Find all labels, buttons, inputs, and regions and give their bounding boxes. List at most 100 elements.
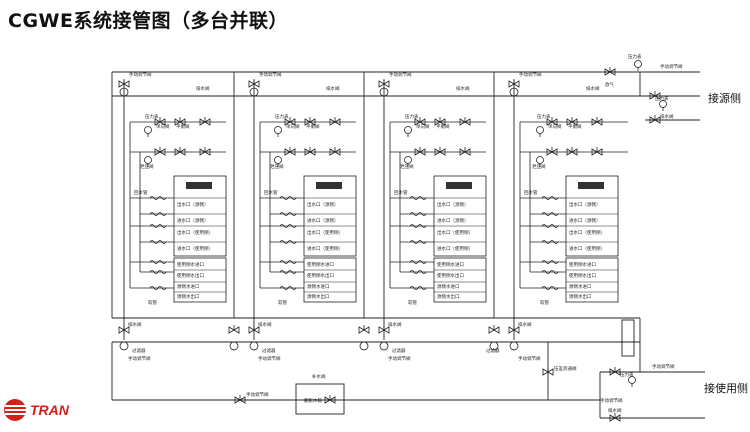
label-drain-b1: 排水阀 <box>128 321 142 328</box>
label-in-use-3: 使用侧水进口 <box>437 261 464 268</box>
label-tank: 膨胀水箱 <box>304 397 322 404</box>
label-out-src-1: 源侧水出口 <box>177 293 200 300</box>
logo-text: TRAN <box>30 402 69 418</box>
label-air-src: 放气 <box>605 81 614 88</box>
page-title: CGWE系统接管图（多台并联） <box>8 10 288 32</box>
label-gauge-use: 压力表 <box>620 371 634 378</box>
label-drain-b4: 排水阀 <box>518 321 532 328</box>
label-out-src-2: 源侧水出口 <box>307 293 330 300</box>
label-soft-2: 软管 <box>278 299 287 306</box>
label-in-src-3: 源侧水进口 <box>437 283 460 290</box>
label-relief-1: 泄压阀 <box>140 163 154 170</box>
label-outuse-4: 出水口（使用侧） <box>569 229 605 236</box>
label-gauge-4: 压力表 <box>537 113 551 120</box>
diff-valve-box <box>621 319 635 357</box>
label-inuse-2: 进水口（使用侧） <box>307 245 343 252</box>
top-headers <box>111 71 705 419</box>
label-out-src-4: 源侧水出口 <box>569 293 592 300</box>
label-return-2: 回水管 <box>264 189 278 196</box>
label-in-src-1: 源侧水进口 <box>177 283 200 290</box>
label-drain-b3: 排水阀 <box>388 321 402 328</box>
label-drain-1: 排水阀 <box>196 85 210 92</box>
label-out-use-2: 使用侧水出口 <box>307 272 334 279</box>
soft-joints <box>149 196 559 290</box>
label-filter-2: 过滤器 <box>262 347 276 354</box>
label-in-use-2: 使用侧水进口 <box>307 261 334 268</box>
label-makeup: 补水阀 <box>312 373 326 380</box>
label-insrc-1: 进水口（源侧） <box>177 217 209 224</box>
label-gauge-src: 压力表 <box>628 53 642 60</box>
label-manual-b1: 手动调节阀 <box>128 355 151 362</box>
label-gauge-1: 压力表 <box>145 113 159 120</box>
label-inuse-4: 进水口（使用侧） <box>569 245 605 252</box>
label-out-src-3: 源侧水出口 <box>437 293 460 300</box>
label-balance-1: 平衡阀 <box>176 123 190 130</box>
label-check-1: 单向阀 <box>156 123 170 130</box>
label-soft-4: 软管 <box>540 299 549 306</box>
label-outsrc-3: 出水口（源侧） <box>437 201 469 208</box>
label-drain-use: 排水阀 <box>608 407 622 414</box>
label-manual-use2: 手动调节阀 <box>600 397 623 404</box>
label-soft-1: 软管 <box>148 299 157 306</box>
label-filter-4: 过滤器 <box>486 347 500 354</box>
label-filter-3: 过滤器 <box>392 347 406 354</box>
label-outuse-3: 出水口（使用侧） <box>437 229 473 236</box>
label-balance-3: 平衡阀 <box>436 123 450 130</box>
label-gauge-2: 压力表 <box>275 113 289 120</box>
label-manual-b3: 手动调节阀 <box>388 355 411 362</box>
vertical-risers <box>123 72 515 340</box>
label-soft-3: 软管 <box>408 299 417 306</box>
label-manual-4: 手动调节阀 <box>519 71 542 78</box>
label-insrc-4: 进水口（源侧） <box>569 217 601 224</box>
label-return-1: 回水管 <box>134 189 148 196</box>
label-drain-3: 排水阀 <box>456 85 470 92</box>
label-insrc-3: 进水口（源侧） <box>437 217 469 224</box>
label-return-3: 回水管 <box>394 189 408 196</box>
label-in-use-1: 使用侧水进口 <box>177 261 204 268</box>
label-drain-2: 排水阀 <box>326 85 340 92</box>
label-manual-2: 手动调节阀 <box>259 71 282 78</box>
label-in-src-4: 源侧水进口 <box>569 283 592 290</box>
label-in-use-4: 使用侧水进口 <box>569 261 596 268</box>
label-manual-b4: 手动调节阀 <box>518 355 541 362</box>
unit-module-1 <box>129 121 227 303</box>
label-relief-2: 泄压阀 <box>270 163 284 170</box>
label-balance-2: 平衡阀 <box>306 123 320 130</box>
unit-badges <box>186 182 604 189</box>
label-inuse-1: 进水口（使用侧） <box>177 245 213 252</box>
label-manual-src: 手动调节阀 <box>660 63 683 70</box>
label-outsrc-4: 出水口（源侧） <box>569 201 601 208</box>
label-manual-b2: 手动调节阀 <box>258 355 281 362</box>
label-manual-1: 手动调节阀 <box>129 71 152 78</box>
label-outuse-2: 出水口（使用侧） <box>307 229 343 236</box>
label-outuse-1: 出水口（使用侧） <box>177 229 213 236</box>
label-drain-4: 排水阀 <box>586 85 600 92</box>
label-source-side: 接源侧 <box>708 92 741 105</box>
label-insrc-2: 进水口（源侧） <box>307 217 339 224</box>
label-in-src-2: 源侧水进口 <box>307 283 330 290</box>
tran-logo-icon <box>4 399 27 421</box>
label-out-use-3: 使用侧水出口 <box>437 272 464 279</box>
label-manual-3: 手动调节阀 <box>389 71 412 78</box>
label-diff: 压差旁通阀 <box>554 365 577 372</box>
label-drain-b2: 排水阀 <box>258 321 272 328</box>
label-use-side: 接使用侧 <box>704 382 748 395</box>
label-balance-4: 平衡阀 <box>568 123 582 130</box>
label-outsrc-1: 出水口（源侧） <box>177 201 209 208</box>
valves <box>118 66 661 422</box>
label-gauge-3: 压力表 <box>405 113 419 120</box>
label-filter-1: 过滤器 <box>132 347 146 354</box>
flow-markers <box>119 87 519 351</box>
label-out-use-4: 使用侧水出口 <box>569 272 596 279</box>
label-check-3: 单向阀 <box>416 123 430 130</box>
label-manual-use: 手动调节阀 <box>652 363 675 370</box>
label-relief-3: 泄压阀 <box>400 163 414 170</box>
label-return-4: 回水管 <box>524 189 538 196</box>
label-inuse-3: 进水口（使用侧） <box>437 245 473 252</box>
expansion-tank <box>295 383 345 415</box>
unit-module-4 <box>519 121 628 303</box>
label-outsrc-2: 出水口（源侧） <box>307 201 339 208</box>
label-out-use-1: 使用侧水出口 <box>177 272 204 279</box>
label-drain-src: 排水阀 <box>660 113 674 120</box>
